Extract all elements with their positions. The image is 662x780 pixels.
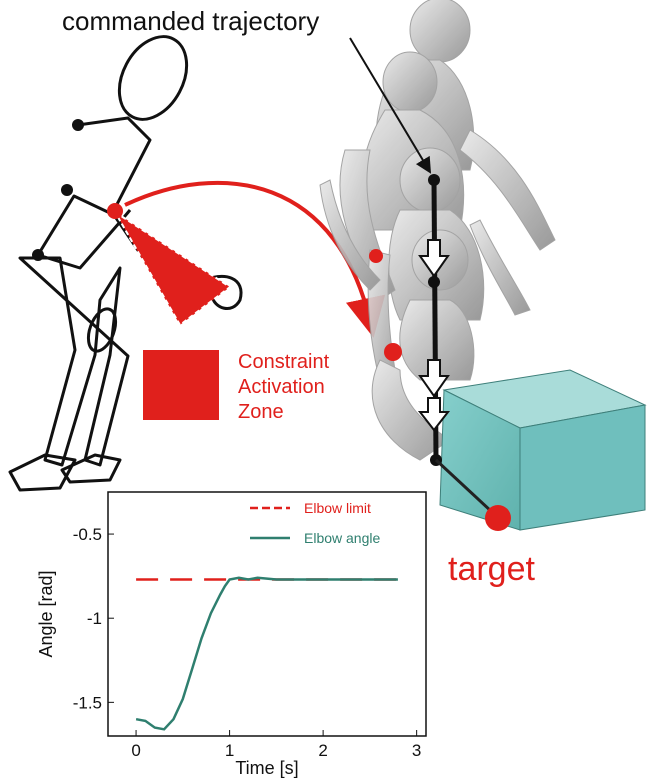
constraint-zone-swatch <box>143 350 219 420</box>
y-tick-label: -1 <box>87 609 102 628</box>
elbow-chart: 0 1 2 3 -0.5 -1 -1.5 Elbow limit Elbow angle T… <box>36 491 427 778</box>
stick-figure-head <box>117 35 189 121</box>
stick-figure-torso <box>36 116 152 270</box>
x-tick-label: 3 <box>412 741 421 760</box>
chart-series <box>135 576 398 731</box>
x-tick-label: 2 <box>318 741 327 760</box>
trajectory-start <box>428 174 440 186</box>
commanded-trajectory-label: commanded trajectory <box>62 6 319 36</box>
x-tick-label: 0 <box>131 741 140 760</box>
reach-line <box>434 458 494 514</box>
legend-limit-label: Elbow limit <box>304 500 371 516</box>
trajectory-pointer <box>349 37 432 174</box>
chart-plot-area <box>107 491 427 737</box>
series-elbow-angle <box>135 576 398 731</box>
y-tick-label: -1.5 <box>73 693 102 712</box>
shoulder-joint <box>107 203 123 219</box>
trajectory-direction-arrows <box>417 239 451 432</box>
trajectory-mid <box>428 276 440 288</box>
target-label: target <box>448 550 535 588</box>
constraint-label-line2: Activation <box>238 376 325 398</box>
constraint-cone <box>114 211 232 327</box>
constraint-mapping-arrow <box>124 180 386 338</box>
legend-angle-label: Elbow angle <box>304 530 380 546</box>
chart-xlabel: Time [s] <box>235 758 298 778</box>
constraint-label-line1: Constraint <box>238 351 330 373</box>
constraint-label-line3: Zone <box>238 401 284 423</box>
y-tick-label: -0.5 <box>73 525 102 544</box>
stick-figure-legs <box>18 256 130 467</box>
target-box <box>439 369 647 531</box>
stick-figure-knee <box>86 307 118 353</box>
chart-ticks: 0 1 2 3 -0.5 -1 -1.5 <box>73 525 422 760</box>
x-tick-label: 1 <box>225 741 234 760</box>
target-sphere <box>485 505 511 531</box>
chart-ylabel: Angle [rad] <box>36 570 56 657</box>
mannequin-joint-lower <box>384 343 402 361</box>
chart-legend: Elbow limit Elbow angle <box>250 500 380 546</box>
mannequin-joint-upper <box>369 249 383 263</box>
stick-figure <box>8 35 243 492</box>
stick-figure-feet <box>8 453 122 492</box>
